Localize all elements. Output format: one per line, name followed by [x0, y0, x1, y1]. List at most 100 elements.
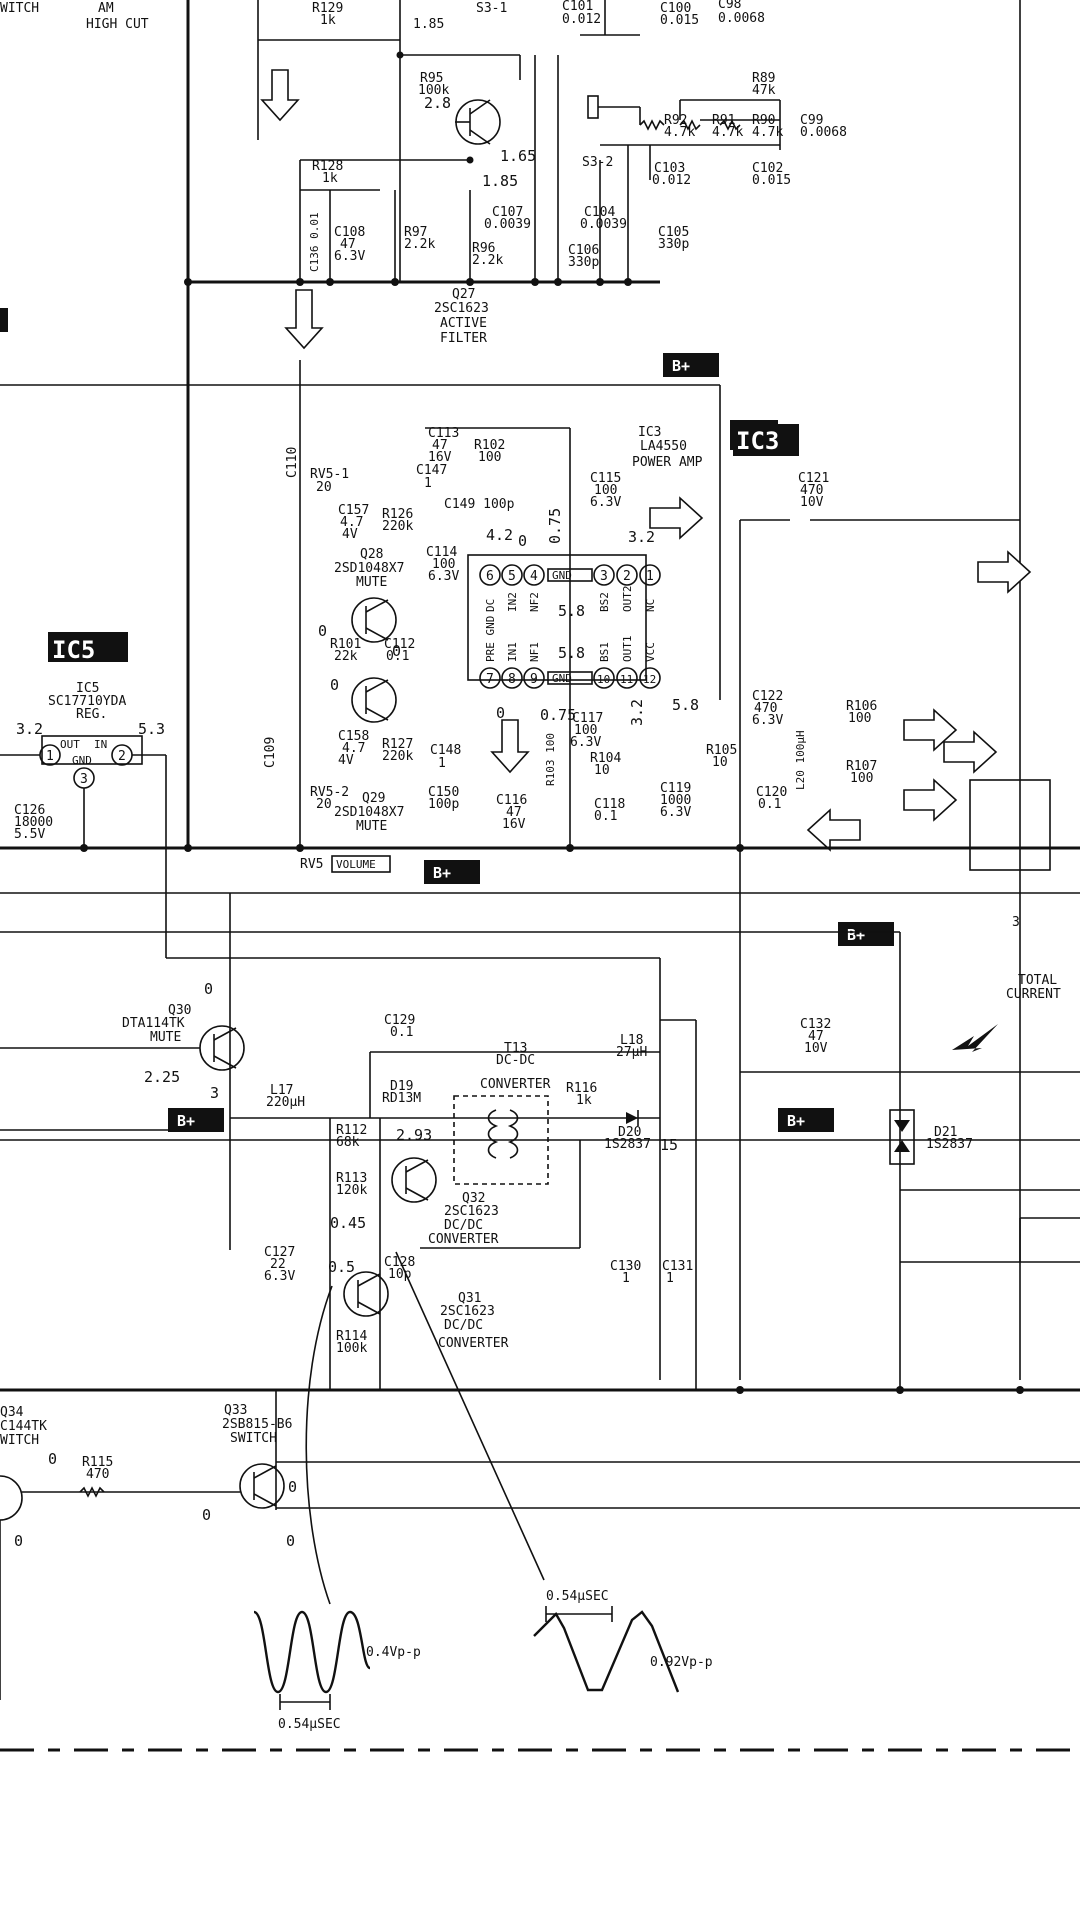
label-r116-value: 1k: [576, 1093, 592, 1108]
label-c118-value: 0.1: [594, 809, 617, 824]
ic5-pin-2: 2: [118, 749, 126, 764]
label-c108-value1: 47: [340, 237, 356, 252]
label-q34-part: C144TK: [0, 1419, 47, 1434]
label-v185b: 1.85: [482, 172, 518, 190]
label-q27-part: 2SC1623: [434, 301, 489, 316]
label-c158-v2: 4V: [338, 753, 354, 768]
label-c108-value2: 6.3V: [334, 249, 365, 264]
label-q30: Q30: [168, 1003, 191, 1018]
ic3-v58b: 5.8: [558, 644, 585, 662]
label-r97: R97: [404, 225, 427, 240]
label-v0-q34: 0: [48, 1450, 57, 1468]
ic3-bottom-pins: 7 8 9 10 11 12 GND: [479, 667, 661, 689]
label-r113-value: 120k: [336, 1183, 367, 1198]
label-q29-part: 2SD1048X7: [334, 805, 404, 820]
label-r128-value: 1k: [322, 171, 338, 186]
label-r127-value: 220k: [382, 749, 413, 764]
label-c122-v2: 6.3V: [752, 713, 783, 728]
label-r102: R102: [474, 438, 505, 453]
label-r95: R95: [420, 71, 443, 86]
ic3-pin-name-nf2: NF2: [528, 592, 541, 612]
label-c149: C149 100p: [444, 497, 515, 512]
label-v42: 4.2: [486, 526, 513, 544]
ic3-pin-2: 2: [623, 569, 631, 584]
ic3-pin-name-dc: DC: [484, 599, 497, 612]
ground-buses: [0, 844, 1080, 1394]
label-q34-switch: WITCH: [0, 1433, 39, 1448]
label-c103: C103: [654, 161, 685, 176]
label-v225: 2.25: [144, 1068, 180, 1086]
ic3-pin-name-pregnd: PRE GND: [484, 616, 497, 662]
label-d20: D20: [618, 1125, 641, 1140]
label-l18: L18: [620, 1033, 643, 1048]
label-v32-ic3: 3.2: [628, 528, 655, 546]
label-c129: C129: [384, 1013, 415, 1028]
ic3-v58c: 5.8: [672, 696, 699, 714]
label-c131-value: 1: [666, 1271, 674, 1286]
label-c121-v1: 470: [800, 483, 823, 498]
bplus-tag-2: B+: [433, 864, 451, 882]
ic5-pin-3: 3: [80, 772, 88, 787]
label-r107: R107: [846, 759, 877, 774]
label-r104: R104: [590, 751, 621, 766]
label-r102-value: 100: [478, 450, 501, 465]
label-s31: S3-1: [476, 1, 507, 16]
ic3-function: POWER AMP: [632, 455, 703, 470]
label-c113-v1: 47: [432, 438, 448, 453]
ic5-out-label: OUT: [60, 738, 80, 751]
label-r92-value: 4.7k: [664, 125, 695, 140]
waveform-1-amplitude: 0.4Vp-p: [366, 1645, 421, 1660]
ic3-pin-name-vcc: VCC: [644, 642, 657, 662]
label-v0-q33-collector: 0: [288, 1478, 297, 1496]
label-jack-3: 3: [1012, 915, 1020, 930]
label-r92: R92: [664, 113, 687, 128]
ic5-regulator-section: IC5 IC5 SC17710YDA REG. 1 2 3 OUT IN GND…: [0, 632, 661, 1380]
label-c114-v2: 6.3V: [428, 569, 459, 584]
label-c113: C113: [428, 426, 459, 441]
label-v165: 1.65: [500, 147, 536, 165]
label-185a: 1.85: [413, 17, 444, 32]
label-r96-value: 2.2k: [472, 253, 503, 268]
label-r106-value: 100: [848, 711, 871, 726]
label-c98: C98: [718, 0, 741, 12]
label-volume: VOLUME: [336, 858, 376, 871]
label-rv52-value: 20: [316, 797, 332, 812]
label-am: AM: [98, 1, 114, 16]
label-r112: R112: [336, 1123, 367, 1138]
label-v0-q30: 0: [204, 980, 213, 998]
ic3-box-label: IC3: [736, 427, 779, 455]
label-c100: C100: [660, 1, 691, 16]
probe-lines: [305, 1251, 545, 1605]
label-c120: C120: [756, 785, 787, 800]
label-c127-v1: 22: [270, 1257, 286, 1272]
label-r112-value: 68k: [336, 1135, 360, 1150]
label-q29: Q29: [362, 791, 385, 806]
label-q32-dcdc: DC/DC: [444, 1218, 483, 1233]
main-wires: [0, 0, 1021, 1380]
label-r106: R106: [846, 699, 877, 714]
waveform-2-amplitude: 0.92Vp-p: [650, 1655, 713, 1670]
label-c106-value: 330p: [568, 255, 599, 270]
label-d19-part: RD13M: [382, 1091, 421, 1106]
label-q32-converter: CONVERTER: [428, 1232, 499, 1247]
label-c104-value: 0.0039: [580, 217, 627, 232]
label-c112-value: 0.1: [386, 649, 409, 664]
label-q27-active: ACTIVE: [440, 316, 487, 331]
label-v32-out1: 3.2: [628, 699, 646, 726]
ic3-ref: IC3: [638, 425, 661, 440]
label-c131: C131: [662, 1259, 693, 1274]
label-c119-v1: 1000: [660, 793, 691, 808]
waveform-2: 0.54μSEC 0.92Vp-p: [533, 1589, 713, 1693]
label-c116-v1: 47: [506, 805, 522, 820]
ic3-pin-name-out1: OUT1: [621, 636, 634, 663]
label-c115: C115: [590, 471, 621, 486]
label-c122: C122: [752, 689, 783, 704]
label-q31-converter: CONVERTER: [438, 1336, 509, 1351]
label-r107-value: 100: [850, 771, 873, 786]
label-q29-mute: MUTE: [356, 819, 387, 834]
label-l18-value: 27μH: [616, 1045, 647, 1060]
label-c99-value: 0.0068: [800, 125, 847, 140]
label-r90-value: 4.7k: [752, 125, 783, 140]
label-c150-value: 100p: [428, 797, 459, 812]
label-r128: R128: [312, 159, 343, 174]
